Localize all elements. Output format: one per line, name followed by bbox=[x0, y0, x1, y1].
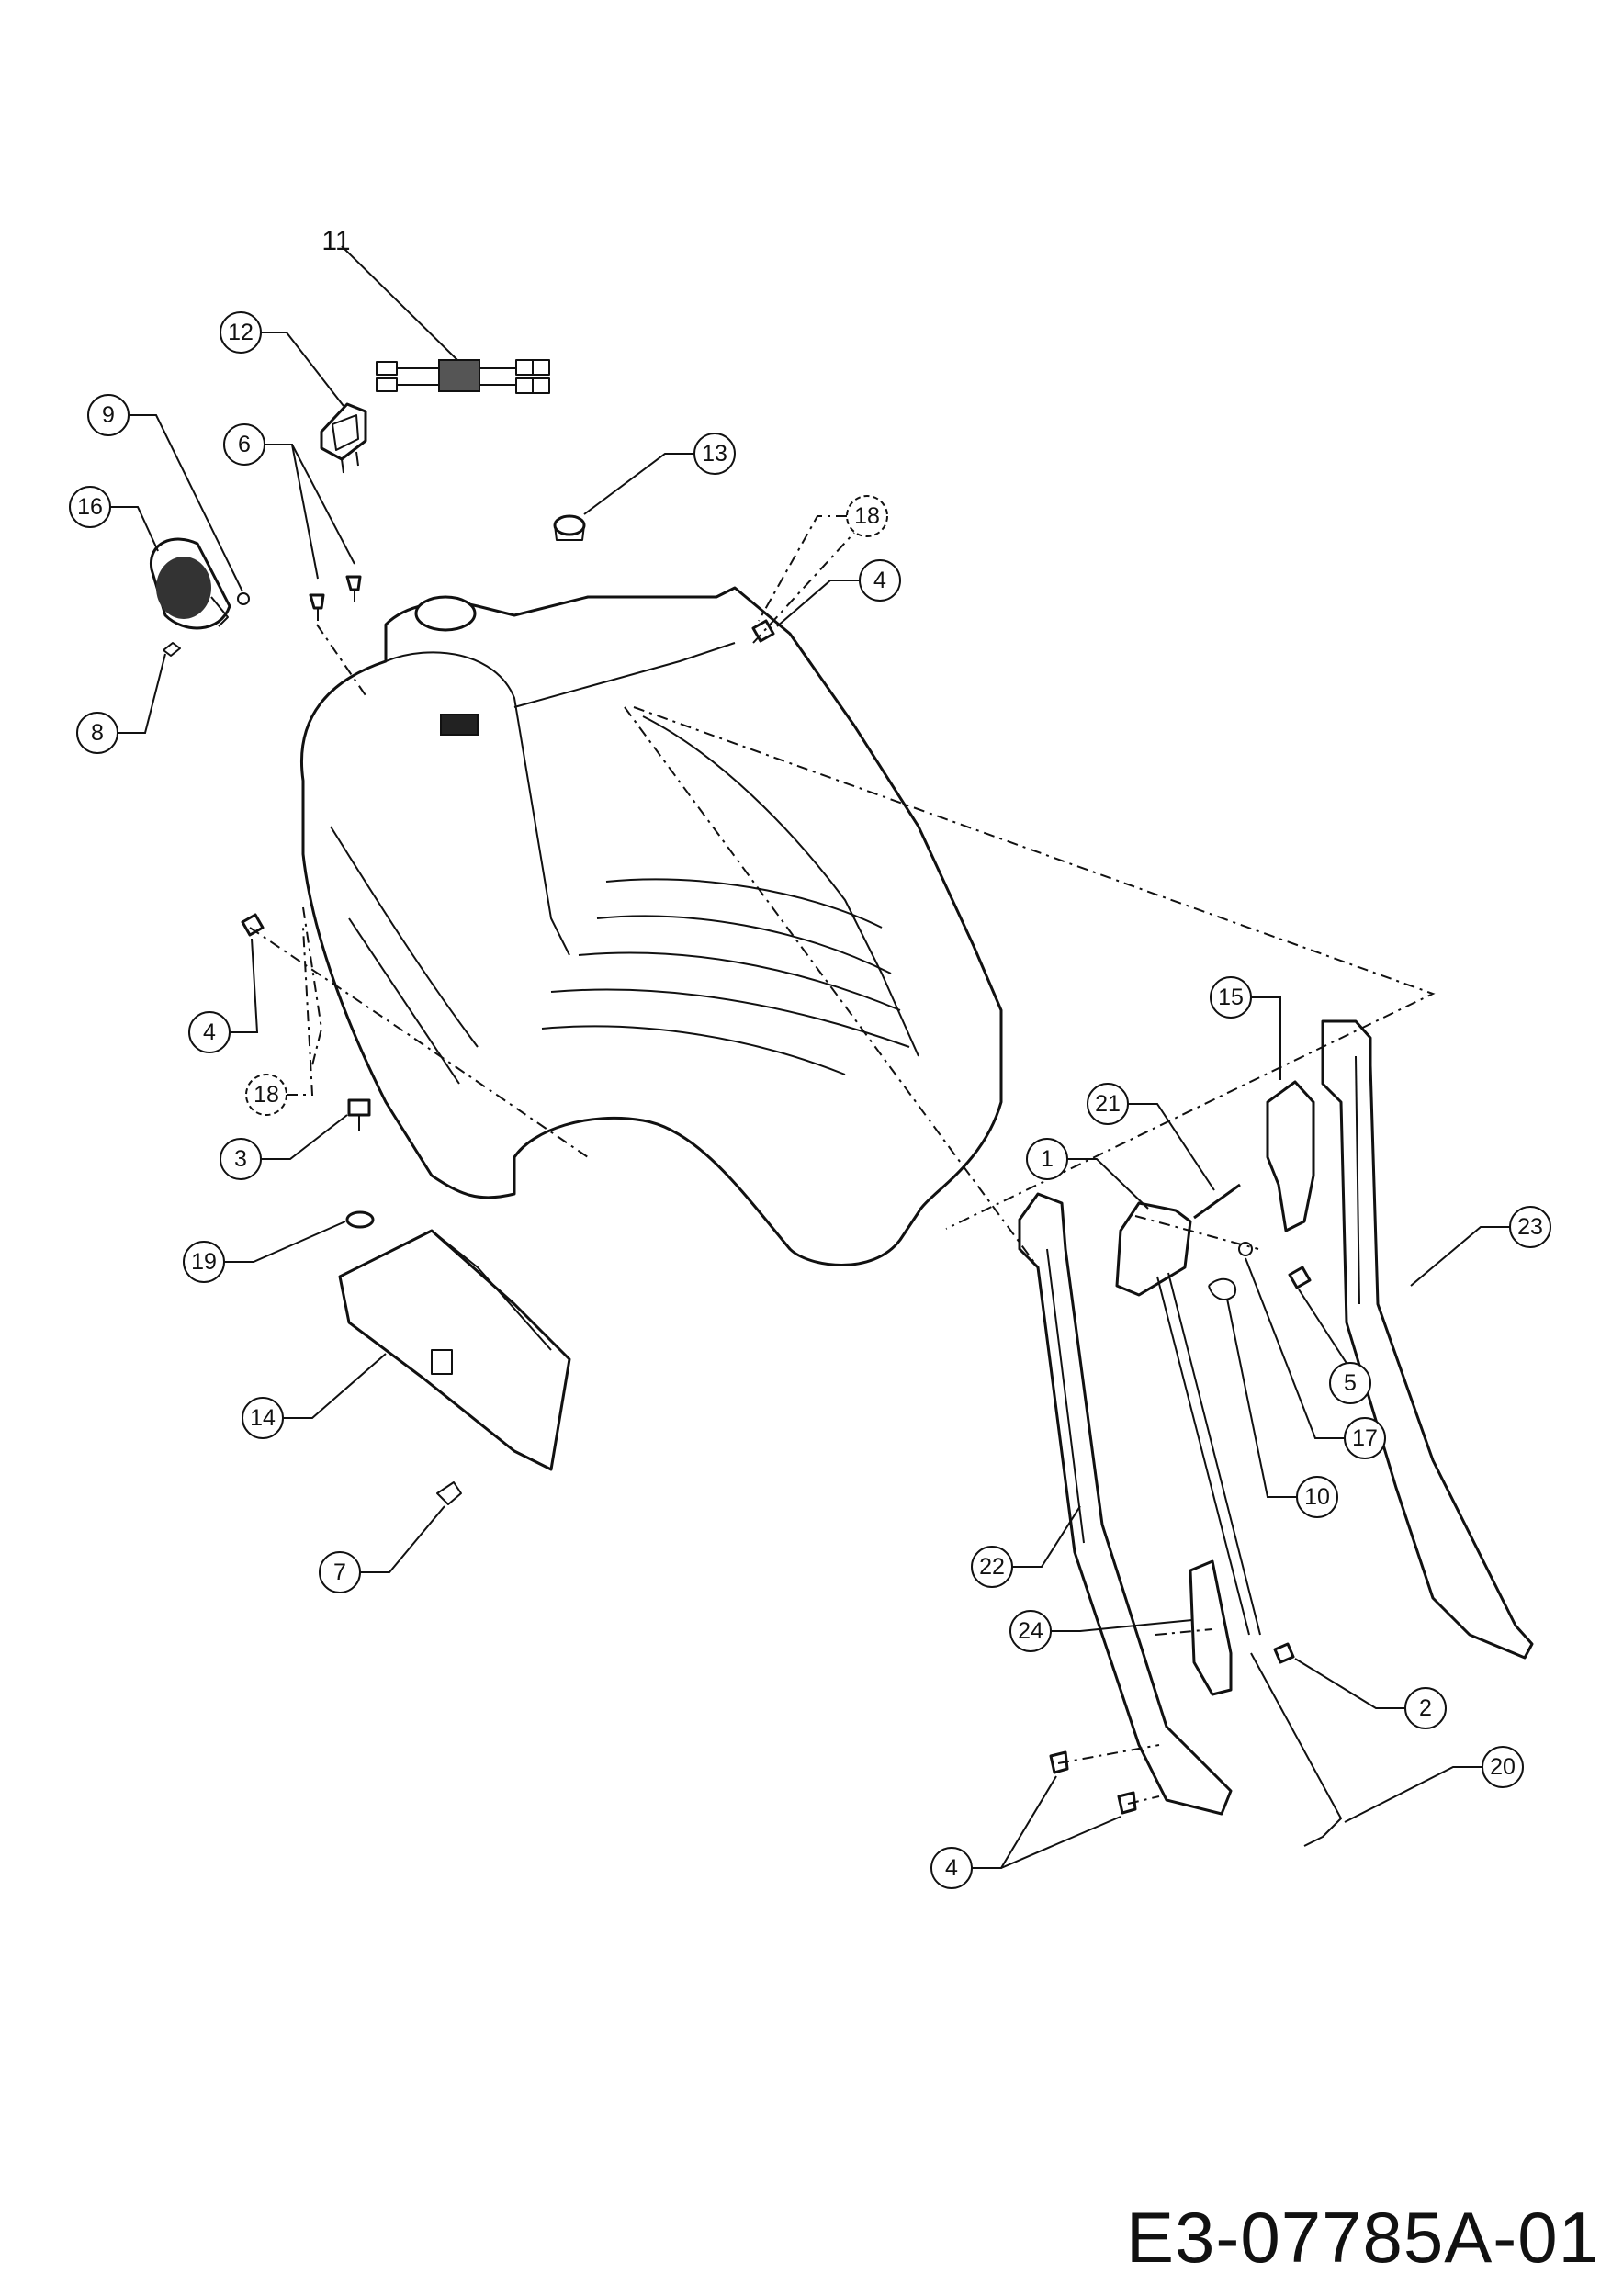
callout-label: 6 bbox=[238, 432, 251, 457]
callout-label: 21 bbox=[1095, 1091, 1121, 1117]
callout-label: 2 bbox=[1419, 1695, 1432, 1721]
callout-4-left: 4 bbox=[188, 938, 259, 1053]
callout-4-bottom: 4 bbox=[930, 1775, 1121, 1889]
callout-14: 14 bbox=[242, 1353, 387, 1439]
callout-label: 5 bbox=[1344, 1370, 1357, 1396]
plug-part bbox=[553, 514, 586, 541]
callout-2: 2 bbox=[1294, 1658, 1447, 1729]
callout-12: 12 bbox=[220, 311, 344, 407]
callout-18-top: 18 bbox=[758, 495, 888, 622]
callout-20: 20 bbox=[1344, 1746, 1524, 1823]
plate-part bbox=[1189, 1559, 1233, 1696]
callout-label: 1 bbox=[1041, 1146, 1054, 1172]
callout-17: 17 bbox=[1245, 1257, 1386, 1459]
bracket-part bbox=[1266, 1080, 1315, 1232]
push-clip-parts bbox=[309, 575, 362, 621]
left-rail-part bbox=[1018, 1192, 1233, 1816]
callout-label: 9 bbox=[102, 402, 115, 428]
side-panel-part bbox=[338, 1229, 571, 1471]
screw-part bbox=[436, 1481, 462, 1505]
callout-label: 23 bbox=[1517, 1214, 1543, 1240]
callout-label: 19 bbox=[191, 1249, 217, 1275]
pin-part bbox=[1193, 1183, 1241, 1220]
callout-label: 17 bbox=[1352, 1425, 1378, 1451]
callout-label: 18 bbox=[254, 1082, 279, 1108]
drawing-number: E3-07785A-01 bbox=[1125, 2197, 1599, 2278]
callout-9: 9 bbox=[87, 394, 243, 592]
callout-21: 21 bbox=[1087, 1083, 1215, 1191]
callout-15: 15 bbox=[1210, 976, 1281, 1080]
callout-label: 4 bbox=[945, 1855, 958, 1881]
callout-label: 4 bbox=[203, 1019, 216, 1045]
callout-label: 14 bbox=[250, 1405, 276, 1431]
callout-1: 1 bbox=[1026, 1138, 1149, 1210]
callout-13: 13 bbox=[583, 433, 736, 515]
nut-part bbox=[237, 592, 250, 605]
callout-label: 15 bbox=[1218, 985, 1244, 1010]
screw-part bbox=[163, 642, 181, 657]
callout-3: 3 bbox=[220, 1114, 348, 1180]
callout-label: 12 bbox=[228, 320, 254, 345]
callout-label: 20 bbox=[1490, 1754, 1516, 1780]
callout-label: 7 bbox=[333, 1559, 346, 1585]
headlight-lens-part bbox=[150, 537, 231, 630]
callout-label: 3 bbox=[234, 1146, 247, 1172]
callout-label: 16 bbox=[77, 494, 103, 520]
callout-11: 11 bbox=[321, 226, 458, 361]
callout-label: 22 bbox=[979, 1554, 1005, 1580]
hood-shroud-part bbox=[300, 586, 1003, 1266]
switch-part bbox=[320, 402, 367, 474]
right-rail-part bbox=[1321, 1019, 1534, 1660]
lever-part bbox=[1115, 1201, 1192, 1297]
assembly-lines bbox=[249, 532, 1436, 1805]
callout-label: 4 bbox=[873, 568, 886, 593]
callout-19: 19 bbox=[183, 1221, 346, 1283]
callout-24: 24 bbox=[1009, 1610, 1193, 1652]
callout-label: 8 bbox=[91, 720, 104, 746]
callout-4-top: 4 bbox=[776, 559, 901, 627]
callout-10: 10 bbox=[1226, 1298, 1338, 1518]
callout-18-left: 18 bbox=[245, 927, 314, 1116]
callout-label: 10 bbox=[1304, 1484, 1330, 1510]
callout-label: 11 bbox=[321, 226, 350, 256]
rod-part bbox=[1156, 1272, 1261, 1636]
callout-label: 18 bbox=[854, 503, 880, 529]
wire-harness-part bbox=[376, 359, 550, 394]
callout-7: 7 bbox=[319, 1505, 445, 1593]
callout-8: 8 bbox=[76, 653, 166, 754]
link-rod-part bbox=[1250, 1652, 1342, 1847]
washer-part bbox=[345, 1210, 375, 1229]
callout-label: 24 bbox=[1018, 1618, 1043, 1644]
callout-23: 23 bbox=[1410, 1206, 1551, 1287]
callout-5: 5 bbox=[1298, 1289, 1371, 1404]
callout-16: 16 bbox=[69, 486, 159, 552]
bolt-part bbox=[347, 1098, 371, 1131]
callout-label: 13 bbox=[702, 441, 727, 467]
callout-22: 22 bbox=[971, 1505, 1081, 1588]
callout-6: 6 bbox=[223, 423, 355, 580]
